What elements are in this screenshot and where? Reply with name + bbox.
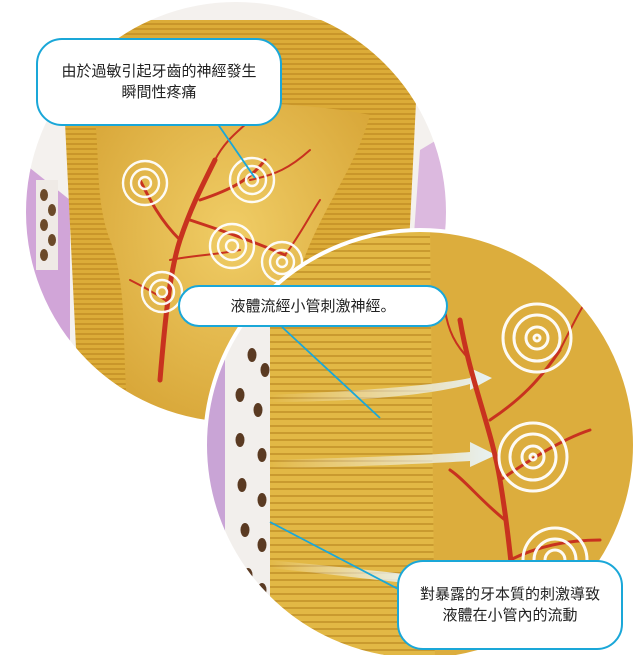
callout-fluid-flow-text: 液體流經小管刺激神經。 [230, 296, 395, 317]
callout-stimulus-text: 對暴露的牙本質的刺激導致液體在小管內的流動 [413, 584, 607, 626]
callout-nerve-pain: 由於過敏引起牙齒的神經發生瞬間性疼痛 [36, 38, 282, 126]
callout-nerve-pain-text: 由於過敏引起牙齒的神經發生瞬間性疼痛 [56, 61, 262, 103]
callout-fluid-flow: 液體流經小管刺激神經。 [178, 285, 448, 327]
callout-stimulus: 對暴露的牙本質的刺激導致液體在小管內的流動 [397, 560, 623, 650]
